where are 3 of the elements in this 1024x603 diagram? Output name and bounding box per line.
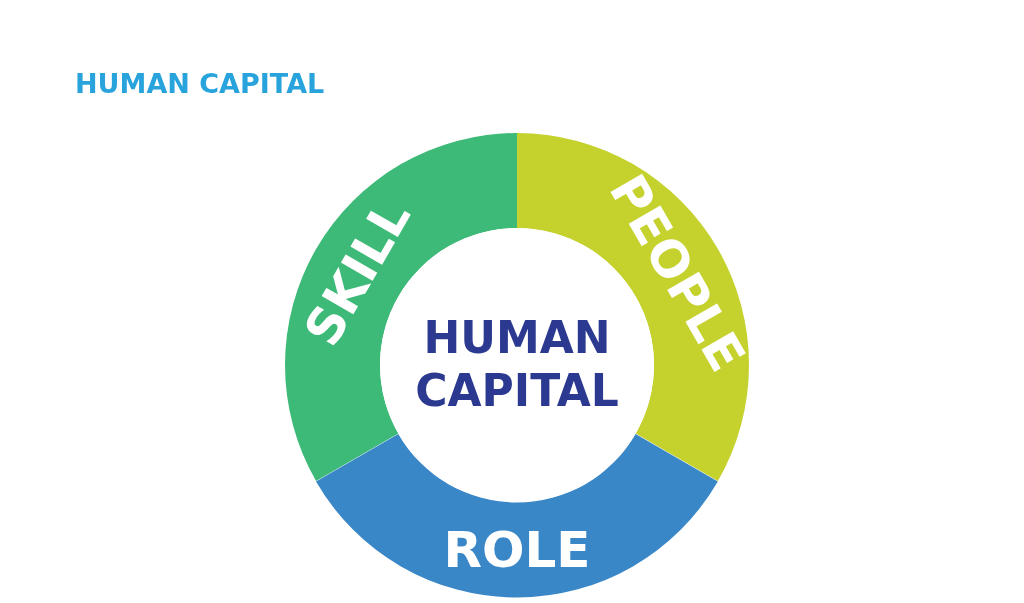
center-label: HUMAN CAPITAL (414, 312, 619, 418)
segment-label: ROLE (443, 524, 591, 575)
title: HUMAN CAPITAL (75, 68, 325, 99)
